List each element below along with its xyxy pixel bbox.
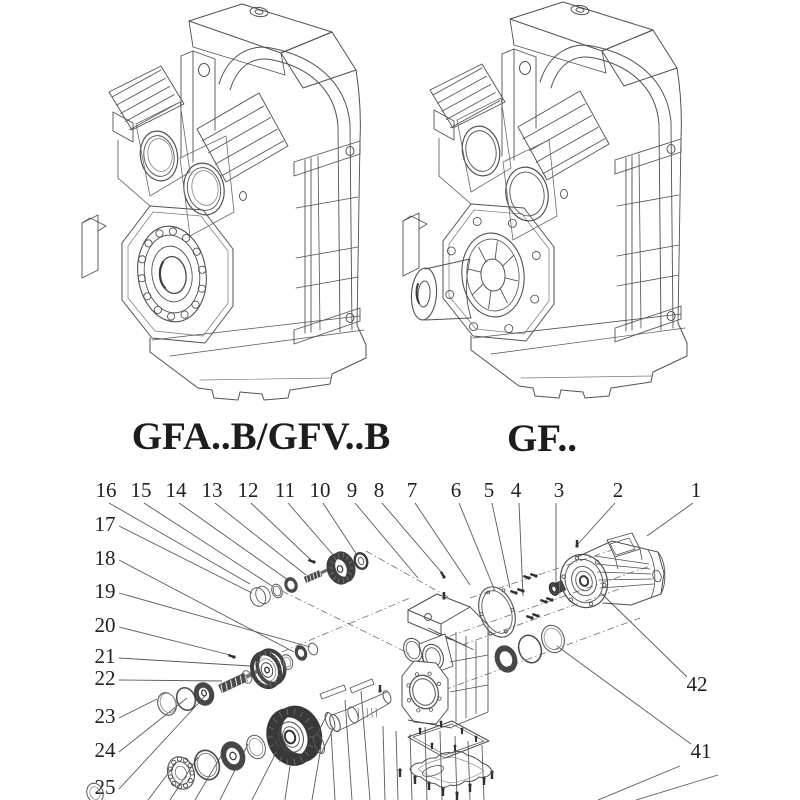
svg-text:6: 6 xyxy=(451,478,462,502)
svg-text:20: 20 xyxy=(95,613,116,637)
svg-text:11: 11 xyxy=(275,478,295,502)
svg-text:21: 21 xyxy=(95,644,116,668)
svg-text:41: 41 xyxy=(691,739,712,763)
svg-text:14: 14 xyxy=(166,478,188,502)
svg-text:25: 25 xyxy=(95,775,116,799)
svg-text:5: 5 xyxy=(484,478,495,502)
svg-text:2: 2 xyxy=(613,478,624,502)
svg-text:3: 3 xyxy=(554,478,565,502)
svg-text:13: 13 xyxy=(202,478,223,502)
svg-text:22: 22 xyxy=(95,666,116,690)
svg-text:8: 8 xyxy=(374,478,385,502)
svg-text:24: 24 xyxy=(95,738,117,762)
svg-text:GFA..B/GFV..B: GFA..B/GFV..B xyxy=(132,415,391,458)
svg-text:10: 10 xyxy=(310,478,331,502)
svg-text:12: 12 xyxy=(238,478,259,502)
svg-text:1: 1 xyxy=(691,478,702,502)
svg-text:42: 42 xyxy=(687,672,708,696)
svg-text:18: 18 xyxy=(95,546,116,570)
svg-text:23: 23 xyxy=(95,704,116,728)
svg-text:19: 19 xyxy=(95,579,116,603)
svg-text:16: 16 xyxy=(96,478,117,502)
svg-text:GF..: GF.. xyxy=(507,417,577,460)
svg-text:7: 7 xyxy=(407,478,418,502)
svg-text:15: 15 xyxy=(131,478,152,502)
svg-text:17: 17 xyxy=(95,512,116,536)
svg-text:4: 4 xyxy=(511,478,522,502)
svg-text:9: 9 xyxy=(347,478,358,502)
